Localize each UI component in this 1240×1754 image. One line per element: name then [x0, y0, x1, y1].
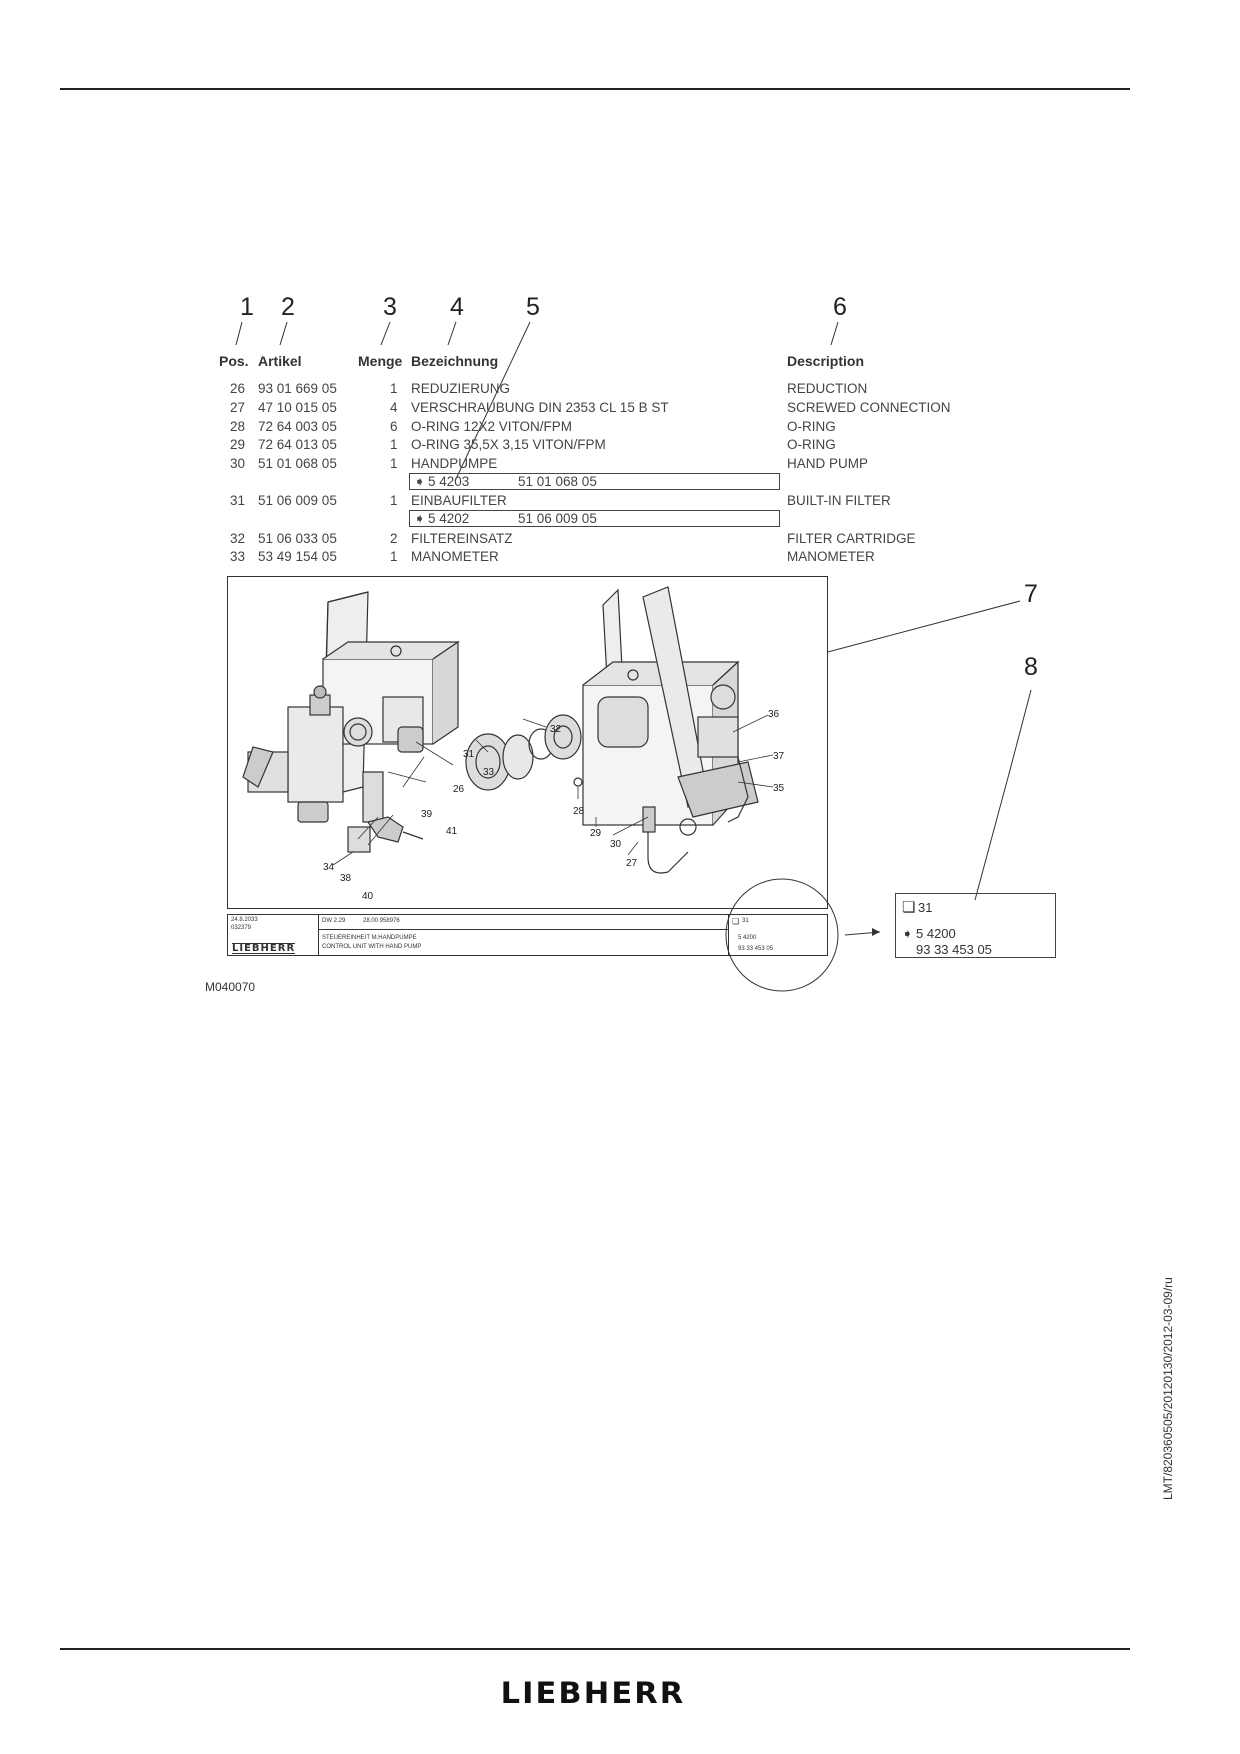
- exploded-view-drawing: 32 31 28 29 30 27 36 37 35 33 26 39 41 3…: [227, 576, 828, 909]
- callout-8: 8: [1024, 653, 1038, 681]
- tb-box-group: 5 4200: [738, 935, 757, 941]
- detail-group: 5 4200: [916, 926, 956, 941]
- callout-7: 7: [1024, 580, 1038, 608]
- drawing-label: 35: [773, 783, 785, 794]
- drawing-label: 33: [483, 767, 495, 778]
- drawing-label: 40: [362, 891, 374, 902]
- callout-1: 1: [240, 293, 254, 321]
- tb-title-de: STEUEREINHEIT M.HANDPUMPE: [322, 935, 417, 941]
- drawing-label: 31: [463, 749, 475, 760]
- arrow-right-icon: ➧: [902, 926, 913, 941]
- tb-title-en: CONTROL UNIT WITH HAND PUMP: [322, 944, 422, 950]
- drawing-label: 29: [590, 828, 602, 839]
- drawing-label: 32: [550, 724, 562, 735]
- detail-num: 31: [918, 900, 933, 915]
- detail-reference-box: ❏ 31 ➧ 5 4200 93 33 453 05: [895, 893, 1056, 958]
- col-description-header: Description: [787, 353, 865, 369]
- callout-2: 2: [281, 293, 295, 321]
- bottom-rule: [60, 1648, 1130, 1650]
- callout-6: 6: [833, 293, 847, 321]
- drawing-label: 36: [768, 709, 780, 720]
- drawing-label: 41: [446, 826, 458, 837]
- col-bezeichnung-header: Bezeichnung: [411, 353, 499, 369]
- drawing-label: 28: [573, 806, 585, 817]
- drawing-title-block: 24.8.2033 032379 LIEBHERR DW 2.29 28.00 …: [227, 914, 828, 956]
- col-artikel-header: Artikel: [258, 353, 302, 369]
- drawing-label: 30: [610, 839, 622, 850]
- drawing-label: 39: [421, 809, 433, 820]
- drawing-label: 27: [626, 858, 638, 869]
- arrow-right-icon: ➧: [414, 511, 426, 526]
- callout-3: 3: [383, 293, 397, 321]
- tb-dw: DW 2.29: [322, 918, 346, 924]
- drawing-label: 26: [453, 784, 465, 795]
- tb-number: 28.00 958976: [363, 918, 400, 924]
- detail-part: 93 33 453 05: [916, 942, 992, 957]
- tb-date: 24.8.2033: [231, 917, 258, 923]
- drawing-label: 34: [323, 862, 335, 873]
- liebherr-logo-small: LIEBHERR: [232, 943, 296, 954]
- drawing-label: 38: [340, 873, 352, 884]
- drawing-label: 37: [773, 751, 785, 762]
- liebherr-logo: LIEBHERR: [500, 1676, 686, 1710]
- col-menge-header: Menge: [358, 353, 403, 369]
- callout-4: 4: [450, 293, 464, 321]
- tb-box-num: 31: [742, 918, 749, 924]
- tb-box-part: 93 33 453 05: [738, 946, 774, 952]
- callout-5: 5: [526, 293, 540, 321]
- document-icon: ❏: [902, 899, 916, 916]
- tb-code: 032379: [231, 925, 252, 931]
- drawing-number: M040070: [205, 980, 256, 994]
- document-side-code: LMT/820360505/20120130/2012-03-09/ru: [1161, 1277, 1175, 1500]
- reference-box-filter: ➧ 5 4202 51 06 009 05: [409, 510, 780, 527]
- top-rule: [60, 88, 1130, 90]
- arrow-right-icon: ➧: [414, 474, 426, 489]
- reference-box-handpump: ➧ 5 4203 51 01 068 05: [409, 473, 780, 490]
- col-pos-header: Pos.: [219, 353, 249, 369]
- tb-box-icon: ❏: [732, 917, 740, 926]
- exploded-view-illustration: 32 31 28 29 30 27 36 37 35 33 26 39 41 3…: [242, 586, 785, 902]
